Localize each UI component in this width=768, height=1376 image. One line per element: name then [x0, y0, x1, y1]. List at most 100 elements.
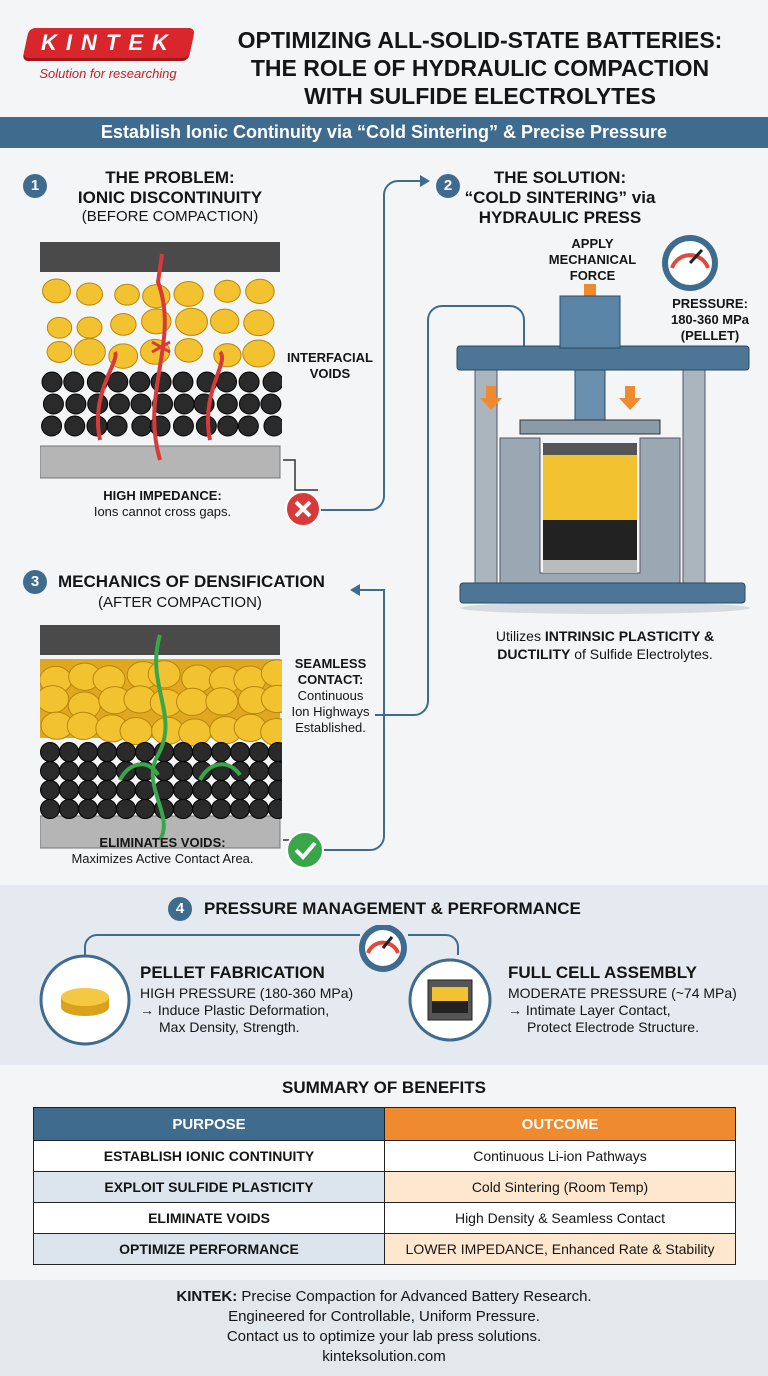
cathode-particle — [268, 742, 282, 762]
cathode-particle — [116, 742, 136, 762]
website-link[interactable]: kinteksolution.com — [322, 1348, 446, 1365]
label-line: 180-360 MPa — [670, 312, 750, 327]
caption-text: Utilizes — [495, 628, 545, 644]
cathode-particle — [97, 761, 117, 781]
caption-emphasis: DUCTILITY — [497, 646, 571, 662]
note-title: ELIMINATES VOIDS: — [99, 835, 226, 850]
cathode-particle — [211, 742, 231, 762]
cathode-particle — [192, 742, 212, 762]
electrolyte-particle — [66, 711, 100, 740]
subtitle-banner: Establish Ionic Continuity via “Cold Sin… — [0, 117, 768, 148]
pellet-fabrication-card: PELLET FABRICATION HIGH PRESSURE (180-36… — [140, 963, 390, 1036]
label-line: VOIDS — [309, 366, 351, 381]
cathode-particle — [216, 393, 238, 415]
heading-line: IONIC DISCONTINUITY — [77, 188, 263, 207]
electrolyte-particle — [76, 316, 103, 339]
success-check-icon — [286, 831, 324, 869]
electrolyte-particle — [176, 687, 210, 716]
title-line: OPTIMIZING ALL-SOLID-STATE BATTERIES: — [237, 27, 723, 53]
after-compaction-diagram — [40, 625, 282, 849]
before-compaction-diagram — [40, 242, 282, 479]
cathode-particle — [97, 799, 117, 819]
label-line: (PELLET) — [680, 328, 740, 343]
cathode-particle — [59, 780, 79, 800]
pressure-gauge-icon — [662, 235, 718, 291]
blocked-x-mark — [151, 340, 171, 354]
electrolyte-particle — [209, 308, 240, 334]
cell-assembly-icon — [427, 979, 473, 1021]
footer-brand: KINTEK: — [176, 1288, 238, 1305]
cathode-particle — [211, 799, 231, 819]
cathode-particle — [40, 761, 60, 781]
electrolyte-particle — [174, 338, 204, 363]
cathode-particle — [238, 371, 260, 393]
cathode-particle — [150, 371, 172, 393]
ion-path-arrow — [150, 634, 168, 842]
cathode-particle — [230, 761, 250, 781]
step-number: 1 — [23, 174, 47, 198]
solution-heading: THE SOLUTION: “COLD SINTERING” via HYDRA… — [455, 168, 665, 228]
logo-tagline: Solution for researching — [39, 66, 177, 81]
cathode-particle — [78, 742, 98, 762]
cathode-particle — [268, 799, 282, 819]
ion-path-arrow — [152, 253, 167, 461]
card-title: FULL CELL ASSEMBLY — [508, 963, 697, 982]
electrolyte-particle — [119, 716, 153, 746]
electrolyte-particle — [242, 339, 275, 368]
electrolyte-particle — [110, 313, 137, 336]
cathode-particle — [59, 742, 79, 762]
cathode-particle — [268, 761, 282, 781]
cathode-particle — [65, 393, 87, 415]
cathode-particle — [238, 393, 260, 415]
section-title: PRESSURE MANAGEMENT & PERFORMANCE — [204, 899, 581, 918]
cathode-particle — [249, 742, 269, 762]
cathode-particle — [41, 371, 63, 393]
full-cell-assembly-card: FULL CELL ASSEMBLY MODERATE PRESSURE (~7… — [508, 963, 763, 1036]
purpose-cell: ESTABLISH IONIC CONTINUITY — [33, 1140, 385, 1172]
eliminates-voids-note: ELIMINATES VOIDS:Maximizes Active Contac… — [40, 835, 285, 867]
cathode-particle — [130, 393, 152, 415]
purpose-cell: EXPLOIT SULFIDE PLASTICITY — [33, 1171, 385, 1203]
cathode-particle — [249, 799, 269, 819]
cathode-particle — [268, 780, 282, 800]
electrolyte-particle — [205, 687, 239, 716]
electrolyte-particle — [108, 343, 139, 369]
cathode-particle — [173, 780, 193, 800]
electrolyte-particle — [178, 718, 212, 747]
cathode-particle — [63, 371, 85, 393]
note-title: HIGH IMPEDANCE: — [103, 488, 222, 503]
cathode-particle — [40, 780, 60, 800]
electrolyte-particle — [245, 278, 275, 305]
ion-path-arrow — [96, 351, 118, 441]
cathode-particle — [173, 799, 193, 819]
electrolyte-particle — [173, 281, 204, 307]
electrolyte-particle — [213, 343, 242, 368]
card-title: PELLET FABRICATION — [140, 963, 325, 982]
heading-sub: (AFTER COMPACTION) — [98, 594, 262, 611]
heading-line: THE PROBLEM: — [105, 168, 235, 187]
cathode-particle — [116, 780, 136, 800]
title-line: THE ROLE OF HYDRAULIC COMPACTION — [250, 55, 710, 81]
electrolyte-particle — [213, 279, 241, 303]
ion-path-arrow — [206, 350, 224, 441]
cathode-particle — [97, 780, 117, 800]
cathode-particle — [40, 799, 60, 819]
cathode-particle — [135, 799, 155, 819]
pellet-icon — [61, 988, 109, 1016]
hydraulic-press-illustration — [456, 235, 750, 614]
ion-path-arrow — [198, 762, 242, 782]
cathode-particle — [262, 371, 282, 393]
cathode-particle — [230, 780, 250, 800]
label-line: MECHANICAL — [548, 252, 637, 267]
electrolyte-particle — [175, 307, 209, 336]
step-number: 3 — [23, 570, 47, 594]
cathode-particle — [230, 742, 250, 762]
card-line: MODERATE PRESSURE (~74 MPa) — [508, 985, 737, 1001]
outcome-cell: High Density & Seamless Contact — [384, 1202, 736, 1234]
label-line: Ion Highways — [291, 704, 370, 719]
